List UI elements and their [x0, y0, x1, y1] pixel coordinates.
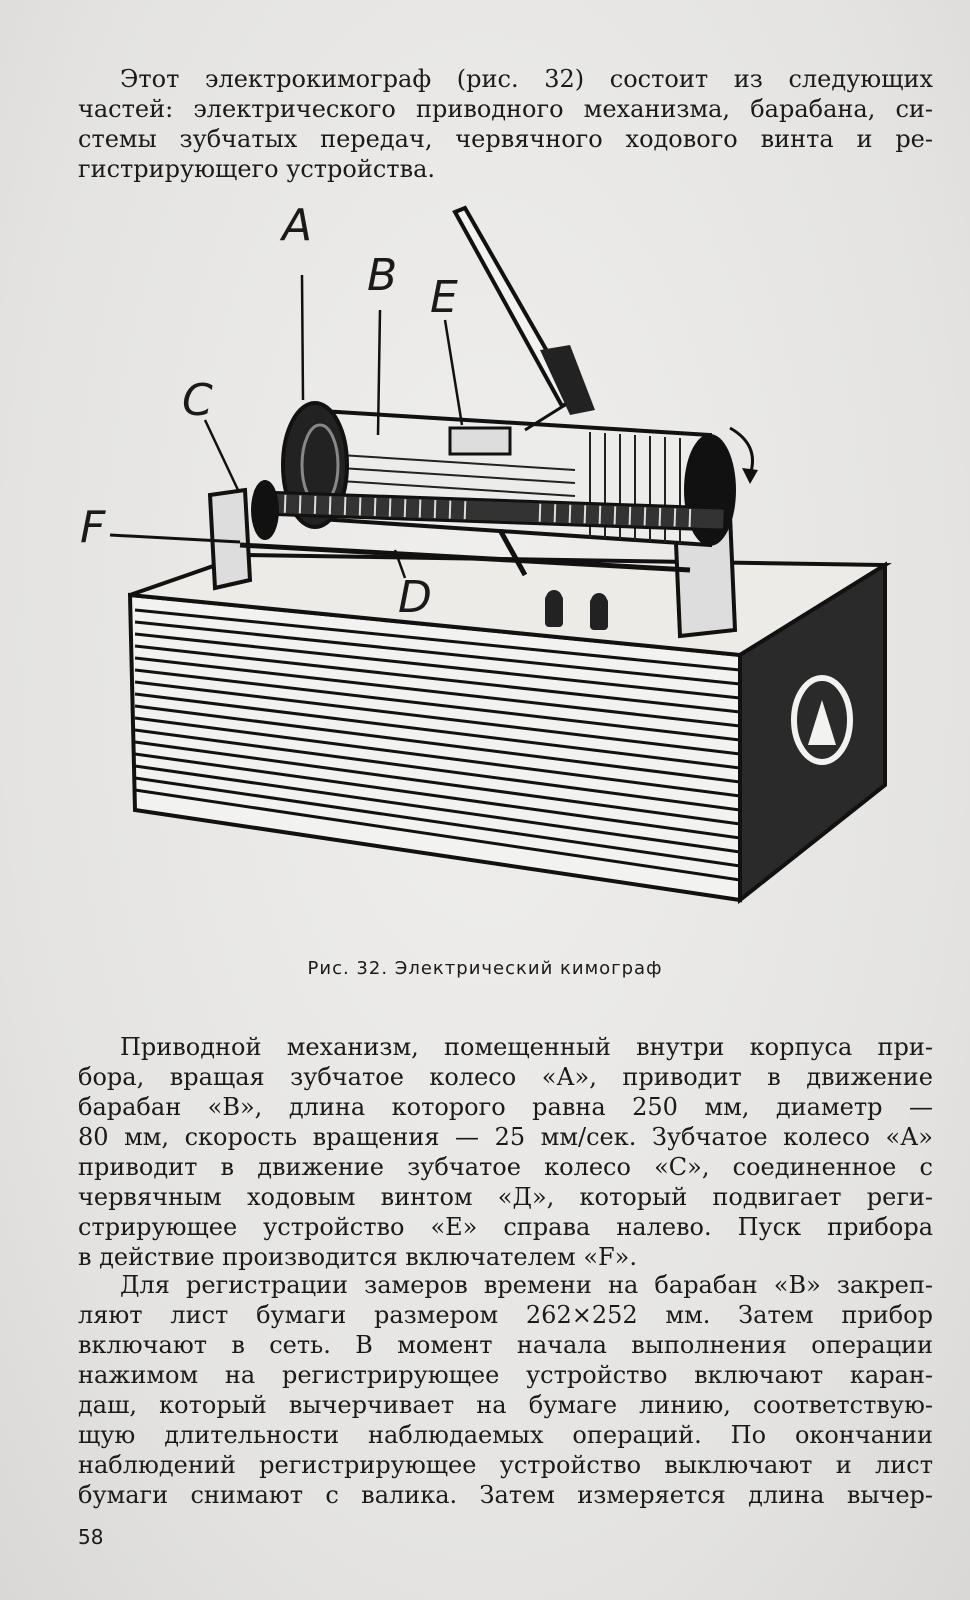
kymograph-figure: A B E C F D: [70, 200, 930, 930]
side-handle: [791, 675, 853, 765]
paragraph-mechanism: Приводной механизм, помещенный внутри ко…: [78, 1032, 933, 1272]
base-box-ribs: [134, 608, 741, 882]
register-arm: [497, 528, 528, 577]
kymograph-illustration: A B E C F D: [80, 200, 892, 905]
figure-caption: Рис. 32. Электрический кимограф: [307, 958, 663, 979]
text-line: бора, вращая зубчатое колесо «А», привод…: [78, 1063, 933, 1091]
paragraph-intro: Этот электрокимограф (рис. 32) состоит и…: [78, 64, 933, 184]
paragraph-registration: Для регистрации замеров времени на бараб…: [78, 1270, 933, 1510]
text-line: 80 мм, скорость вращения — 25 мм/сек. Зу…: [78, 1123, 933, 1151]
drum-lines: [339, 432, 681, 544]
text-line: Этот электрокимограф (рис. 32) состоит и…: [120, 65, 933, 93]
leader-lines: [203, 274, 464, 579]
side-handle-grip: [808, 700, 836, 745]
rotation-arrowhead: [742, 468, 758, 484]
text-line: щую длительности наблюдаемых операций. П…: [78, 1421, 933, 1449]
text-line: нажимом на регистрирующее устройство вкл…: [78, 1361, 933, 1389]
text-line: гистрирующего устройства.: [78, 155, 436, 183]
pencil-clamp: [540, 345, 595, 415]
text-line: барабан «В», длина которого равна 250 мм…: [78, 1093, 933, 1121]
left-bracket: [207, 487, 253, 591]
guide-rod: [239, 542, 691, 573]
label-a: A: [279, 200, 312, 251]
label-c: C: [182, 375, 213, 426]
text-line: наблюдений регистрирующее устройство вык…: [78, 1451, 933, 1479]
text-line: Приводной механизм, помещенный внутри ко…: [120, 1033, 933, 1061]
gear-c: [251, 480, 279, 540]
worm-thread: [268, 494, 692, 528]
page-number: 58: [78, 1525, 104, 1549]
text-line: червячным ходовым винтом «Д», который по…: [78, 1183, 933, 1211]
register-device: [448, 426, 512, 456]
text-line: стрирующее устройство «Е» справа налево.…: [78, 1213, 933, 1241]
text-line: стемы зубчатых передач, червячного ходов…: [78, 125, 933, 153]
terminals: [545, 590, 608, 630]
label-f: F: [80, 502, 106, 553]
text-line: в действие производится включателем «F».: [78, 1243, 637, 1271]
text-line: Для регистрации замеров времени на бараб…: [120, 1271, 933, 1299]
text-line: даш, который вычерчивает на бумаге линию…: [78, 1391, 933, 1419]
text-line: приводит в движение зубчатое колесо «С»,…: [78, 1153, 933, 1181]
switch-f-pointer: [109, 533, 241, 544]
label-d: D: [398, 572, 432, 623]
label-b: B: [367, 250, 397, 301]
text-line: ляют лист бумаги размером 262×252 мм. За…: [78, 1301, 933, 1329]
text-line: частей: электрического приводного механи…: [78, 95, 933, 123]
label-e: E: [430, 272, 458, 323]
pencil-link: [524, 403, 566, 432]
text-line: включают в сеть. В момент начала выполне…: [78, 1331, 933, 1359]
text-line: бумаги снимают с валика. Затем измеряетс…: [78, 1481, 933, 1509]
